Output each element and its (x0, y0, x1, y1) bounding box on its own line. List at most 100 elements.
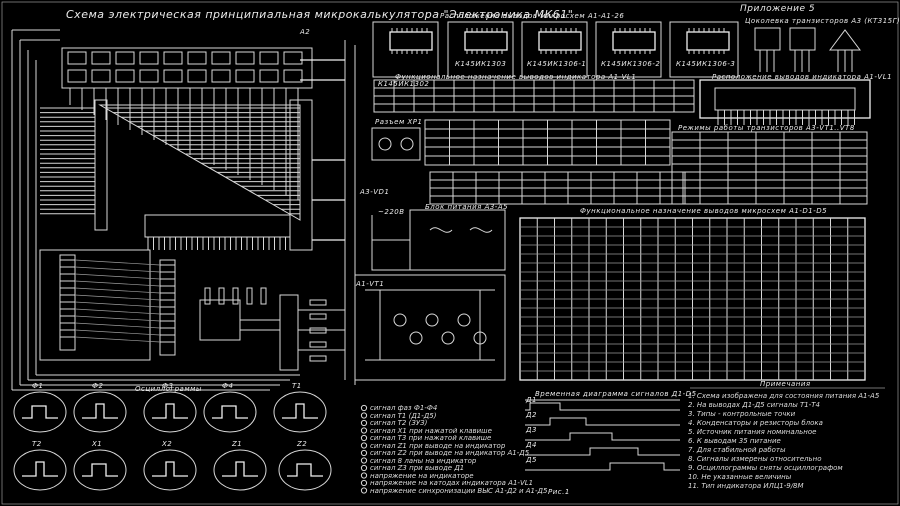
timing-trace (525, 432, 680, 441)
bus-wiring (40, 99, 313, 251)
oscillogram-label: Z2 (297, 440, 308, 448)
resistor (218, 287, 225, 305)
keyboard-key (91, 69, 111, 83)
oscillogram-label: Т1 (292, 382, 302, 390)
timing-label: Д4 (526, 441, 537, 449)
keyboard-key (139, 51, 159, 65)
wire (74, 287, 161, 294)
timing-trace (525, 447, 680, 456)
chip-functions-header: Функциональное назначение выводов микрос… (580, 207, 828, 215)
power-block-header: Блок питания А3-А5 (425, 203, 509, 211)
resistor (309, 355, 327, 362)
oscillograms (13, 391, 332, 491)
legend-item: напряжение на катодах индикатора А1-VL1 (370, 479, 534, 487)
oscillogram-label: Т2 (32, 440, 42, 448)
chip-body (389, 31, 433, 51)
oscillogram-trace (212, 405, 248, 419)
keyboard-key (115, 69, 135, 83)
note-item: 2. На выводах Д1-Д5 сигналы Т1-Т4 (688, 401, 820, 409)
legend-bullets (360, 404, 368, 494)
oscillogram-trace (222, 461, 258, 477)
chip-label-2: К145ИК1303 (455, 60, 507, 68)
oscillogram-label: Х1 (92, 440, 103, 448)
keyboard-key (187, 69, 207, 83)
legend-bullet (360, 479, 368, 487)
oscillogram-trace (152, 461, 188, 477)
wire (74, 273, 161, 280)
legend-item: сигнал Z3 при выводе Д1 (370, 464, 465, 472)
note-item: 11. Тип индикатора ИЛЦ1-9/8М (688, 482, 804, 490)
transistors-header: Цоколевка транзисторов А3 (КТ315Г) (745, 17, 900, 25)
oscillogram-trace (282, 403, 318, 419)
legend-item: сигнал Z1 при выводе на индикатор (370, 441, 506, 450)
oscillogram-screen (143, 391, 197, 433)
pinout-header: Расположение выводов микросхем А1-А1-26 (440, 12, 625, 20)
oscillogram-label: Х2 (162, 440, 173, 448)
transistor-pinouts (754, 27, 861, 72)
plug-label: Разъем ХР1 (375, 118, 423, 126)
modes-header: Режимы работы транзисторов А3-VT1..VT8 (678, 124, 855, 132)
legend-item: сигнал Т2 (ЗУЗ) (370, 419, 428, 427)
legend-bullet (360, 464, 368, 472)
legend-bullet (360, 472, 368, 479)
oscillogram-screen (213, 449, 267, 491)
chip-label-1: К145ИК1302 (378, 80, 430, 88)
wire (74, 322, 161, 329)
resistor (309, 313, 327, 320)
transistor-symbol (393, 313, 407, 327)
note-item: 10. Не указанные величины (688, 473, 792, 481)
legend-item: сигнал Z2 при выводе на индикатор А1-Д5 (370, 449, 530, 457)
keyboard-key (163, 69, 183, 83)
keyboard-key (259, 51, 279, 65)
legend-item: сигнал Т3 при нажатой клавише (370, 434, 492, 442)
oscillogram-screen (73, 449, 127, 491)
keyboard-key (67, 51, 87, 65)
oscillogram-trace (287, 463, 323, 477)
keyboard-key (139, 69, 159, 83)
node-label-c: А3-VD1 (360, 188, 390, 196)
transistor-symbol (457, 313, 471, 327)
timing-label: Д3 (526, 426, 537, 434)
legend-bullet (360, 457, 368, 464)
keyboard-key (235, 51, 255, 65)
oscillogram-screen (273, 391, 327, 433)
keyboard-key (115, 51, 135, 65)
chip-body (686, 31, 730, 51)
transistor-symbol (425, 313, 439, 327)
oscillogram-screen (13, 449, 67, 491)
legend-bullet (360, 449, 368, 457)
note-item: 7. Для стабильной работы (688, 446, 786, 454)
wire (74, 259, 161, 266)
keyboard-key (259, 69, 279, 83)
legend-item: напряжение на индикаторе (370, 471, 474, 480)
wire (74, 315, 161, 322)
legend-bullet (360, 419, 368, 427)
chip-label-5: К145ИК1306-3 (676, 60, 736, 68)
node-label-a: А1-VT1 (356, 280, 385, 288)
keyboard-key (211, 51, 231, 65)
chip-body (612, 31, 656, 51)
note-item: 1. Схема изображена для состояния питани… (688, 392, 880, 400)
oscillogram-label: Ф3 (162, 382, 174, 390)
legend-item: сигнал Т1 (Д1-Д5) (370, 411, 437, 420)
chip-pinout-drawings (372, 21, 739, 78)
middle-circuit (199, 40, 356, 385)
timing-trace (525, 417, 680, 426)
notes-title: Примечания (760, 380, 811, 388)
resistor (309, 299, 327, 306)
appendix-label: Приложение 5 (740, 4, 816, 14)
oscillogram-screen (143, 449, 197, 491)
resistor (309, 341, 327, 348)
note-item: 4. Конденсаторы и резисторы блока (688, 419, 823, 427)
legend-bullet (360, 442, 368, 449)
legend-item: сигнал фаз Ф1-Ф4 (370, 404, 438, 412)
keyboard-key (91, 51, 111, 65)
resistor (260, 287, 267, 305)
legend-bullet (360, 404, 368, 412)
wire (365, 289, 495, 361)
transistor-symbol (441, 331, 455, 345)
legend-bullet (360, 427, 368, 434)
resistor (204, 287, 211, 305)
oscillogram-screen (203, 391, 257, 433)
